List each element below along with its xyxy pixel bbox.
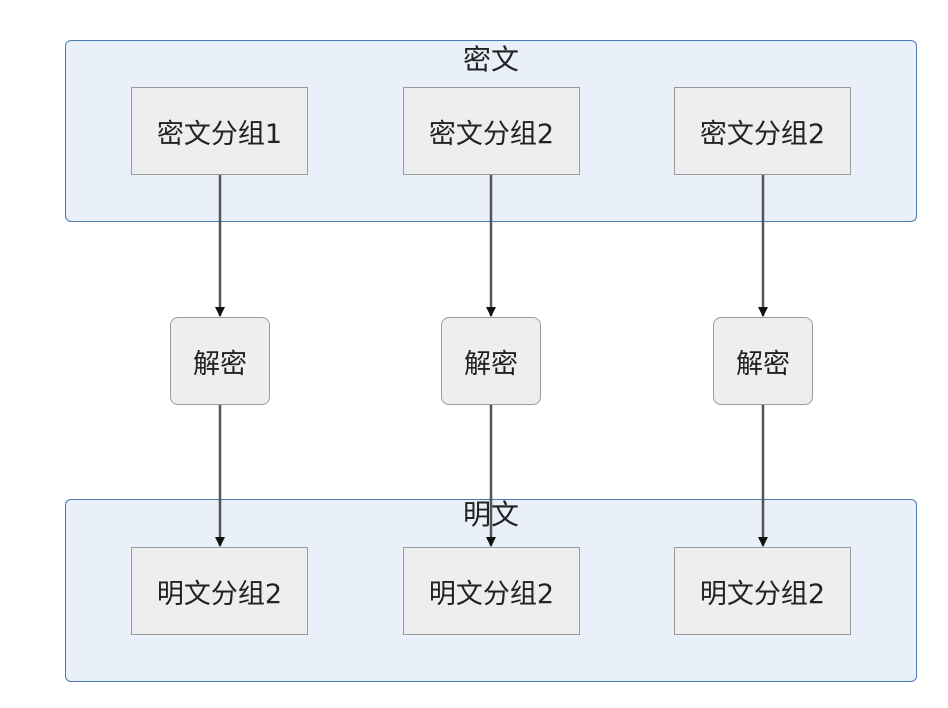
ciphertext-block-1: 密文分组1 xyxy=(131,87,308,175)
plaintext-block-3: 明文分组2 xyxy=(674,547,851,635)
plaintext-block-2: 明文分组2 xyxy=(403,547,580,635)
decrypt-step-2: 解密 xyxy=(441,317,541,405)
decrypt-step-3: 解密 xyxy=(713,317,813,405)
ciphertext-block-3: 密文分组2 xyxy=(674,87,851,175)
ciphertext-block-2: 密文分组2 xyxy=(403,87,580,175)
ciphertext-group-label: 密文 xyxy=(462,43,519,76)
plaintext-block-1: 明文分组2 xyxy=(131,547,308,635)
decrypt-step-1: 解密 xyxy=(170,317,270,405)
